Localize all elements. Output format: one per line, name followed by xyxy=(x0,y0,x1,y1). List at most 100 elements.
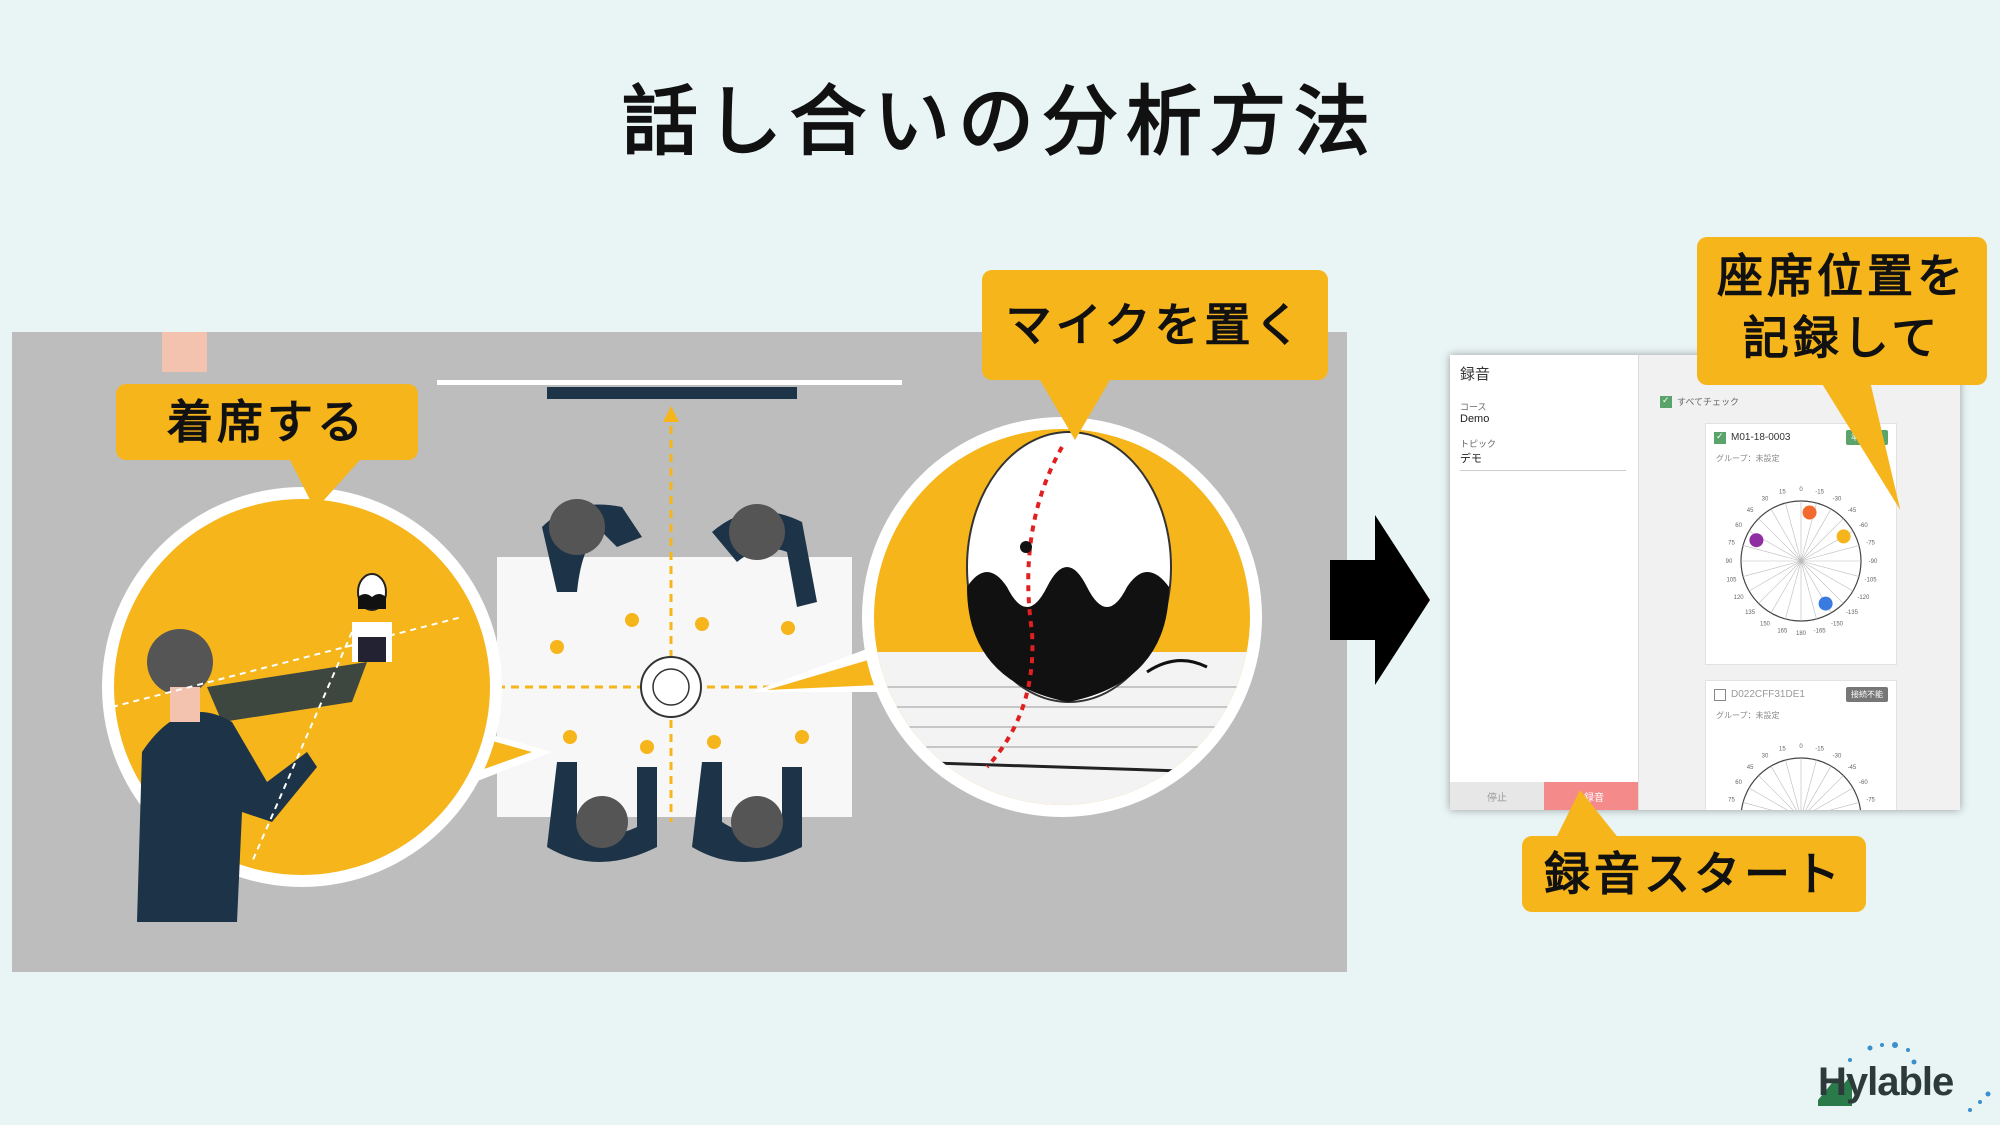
device-card-2-header: D022CFF31DE1 接続不能 xyxy=(1706,681,1896,708)
seat-position-dial-2[interactable]: 0-15-30-45-60-75-90-105-120-135-150-1651… xyxy=(1706,723,1896,810)
dial-tick-label: 75 xyxy=(1728,540,1735,546)
app-title: 録音 xyxy=(1460,366,1491,383)
dial-tick-label: -60 xyxy=(1859,780,1868,786)
dial-tick-label: -60 xyxy=(1859,523,1868,529)
dial-tick-label: -45 xyxy=(1848,508,1857,514)
dial-tick-label: -135 xyxy=(1846,610,1859,616)
callout-sit-text: 着席する xyxy=(167,395,367,449)
dial-tick-label: -120 xyxy=(1857,595,1870,601)
device-2-status: 接続不能 xyxy=(1846,687,1888,702)
dial-spoke xyxy=(1805,765,1832,810)
person-bottom-right xyxy=(692,762,802,862)
dial-tick-label: 45 xyxy=(1747,765,1754,771)
dial-spoke xyxy=(1748,560,1802,592)
person-bottom-left xyxy=(547,762,657,862)
device-card-1-header: M01-18-0003 準備完了 xyxy=(1706,424,1896,451)
course-field: コース Demo xyxy=(1460,400,1489,425)
device-2-group: グループ：未設定 xyxy=(1716,711,1780,720)
dial-spoke xyxy=(1770,508,1802,562)
dial-spoke xyxy=(1770,765,1797,810)
dial-spoke xyxy=(1742,802,1773,810)
callout-place-mic: マイクを置く xyxy=(982,270,1328,380)
stop-button[interactable]: 停止 xyxy=(1450,782,1544,810)
dial-spoke xyxy=(1808,775,1844,810)
callout-sit: 着席する xyxy=(116,384,418,460)
dial-spoke xyxy=(1785,759,1800,810)
dial-tick-label: -75 xyxy=(1866,797,1875,803)
dial-tick-label: 150 xyxy=(1760,621,1771,627)
device-1-checkbox[interactable] xyxy=(1714,431,1726,444)
device-1-group: グループ：未設定 xyxy=(1716,454,1780,463)
seat-position-dial[interactable]: 0-15-30-45-60-75-90-105-120-135-150-1651… xyxy=(1706,466,1896,656)
dial-tick-label: -165 xyxy=(1814,629,1827,635)
dial-spoke xyxy=(1800,560,1854,592)
seated-person xyxy=(137,332,317,922)
dial-tick-label: 120 xyxy=(1734,595,1745,601)
dial-tick-label: -45 xyxy=(1848,765,1857,771)
device-2-checkbox[interactable] xyxy=(1714,688,1726,701)
dial-spoke xyxy=(1748,787,1788,810)
dial-tick-label: 15 xyxy=(1779,746,1786,752)
dial-tick-label: 30 xyxy=(1762,754,1769,760)
device-card-1: M01-18-0003 準備完了 グループ：未設定 0 -15 -30 -45 -60 -… xyxy=(1705,423,1897,665)
meeting-scene-svg xyxy=(102,332,1262,922)
course-label: コース xyxy=(1460,402,1487,412)
callout-place-mic-tail xyxy=(1040,380,1110,440)
device-1-id: M01-18-0003 xyxy=(1731,432,1791,443)
check-all-checkbox[interactable] xyxy=(1660,395,1672,408)
seat-marker xyxy=(1749,533,1764,548)
dial-spoke xyxy=(1800,545,1860,562)
callout-record-seat-line2: 記録して xyxy=(1742,311,1942,365)
callout-record-seat-line1: 座席位置を xyxy=(1717,249,1967,303)
device-2-id: D022CFF31DE1 xyxy=(1731,689,1805,700)
dial-tick-label: 0 xyxy=(1799,744,1803,750)
dial-tick-label: -30 xyxy=(1833,497,1842,503)
dial-tick-label: 90 xyxy=(1726,559,1733,565)
dial-spoke xyxy=(1802,759,1817,810)
dial-tick-label: -15 xyxy=(1815,489,1824,495)
callout-place-mic-text: マイクを置く xyxy=(1005,298,1305,352)
next-step-arrow-icon xyxy=(1330,515,1430,685)
hylable-logo-mark-icon xyxy=(1818,1042,1991,1112)
dial-spoke xyxy=(1814,787,1854,810)
topic-value: デモ xyxy=(1460,453,1482,465)
seat-marker xyxy=(1818,596,1833,611)
dial-spoke xyxy=(1770,560,1802,614)
dial-tick-label: -15 xyxy=(1815,746,1824,752)
person-top-left xyxy=(542,499,642,592)
device-card-2: D022CFF31DE1 接続不能 グループ：未設定 0-15-30-45-60… xyxy=(1705,680,1897,810)
dial-spoke xyxy=(1758,560,1802,604)
dial-spoke xyxy=(1758,775,1794,810)
dial-spoke xyxy=(1800,560,1817,620)
dial-spoke xyxy=(1800,560,1844,604)
seat-marker xyxy=(1836,529,1851,544)
callout-start-recording-text: 録音スタート xyxy=(1544,847,1844,901)
dial-tick-label: 165 xyxy=(1777,629,1788,635)
recording-app-window: 録音 コース Demo トピック デモ 停止 ● 録音 すべてチェック ▦ ☰ … xyxy=(1450,355,1960,810)
topic-label: トピック xyxy=(1460,439,1497,449)
dial-tick-label: 0 xyxy=(1799,487,1803,493)
mic-top-icon xyxy=(640,656,702,718)
whiteboard-line xyxy=(437,380,902,385)
topic-field: トピック デモ xyxy=(1460,437,1626,471)
callout-start-recording: 録音スタート xyxy=(1522,836,1866,912)
dial-spoke xyxy=(1829,802,1860,810)
check-all-row[interactable]: すべてチェック xyxy=(1660,395,1739,408)
hylable-logo-text: Hylable xyxy=(1818,1060,1954,1104)
person-top-right xyxy=(712,504,817,607)
microphone-egg-icon xyxy=(966,431,1172,769)
mini-mic-icon xyxy=(352,573,392,662)
dial-tick-label: -75 xyxy=(1866,540,1875,546)
dial-spoke xyxy=(1785,502,1802,562)
seat-marker xyxy=(1802,505,1817,520)
dial-spoke xyxy=(1742,560,1802,577)
dial-tick-label: 135 xyxy=(1745,610,1756,616)
callout-sit-tail xyxy=(290,460,360,510)
meeting-illustration xyxy=(12,332,1347,972)
course-value: Demo xyxy=(1460,413,1490,425)
dial-spoke xyxy=(1800,508,1832,562)
dial-spoke xyxy=(1785,560,1802,620)
dial-tick-label: 60 xyxy=(1735,523,1742,529)
dial-tick-label: 180 xyxy=(1796,631,1807,637)
dial-tick-label: 60 xyxy=(1735,780,1742,786)
